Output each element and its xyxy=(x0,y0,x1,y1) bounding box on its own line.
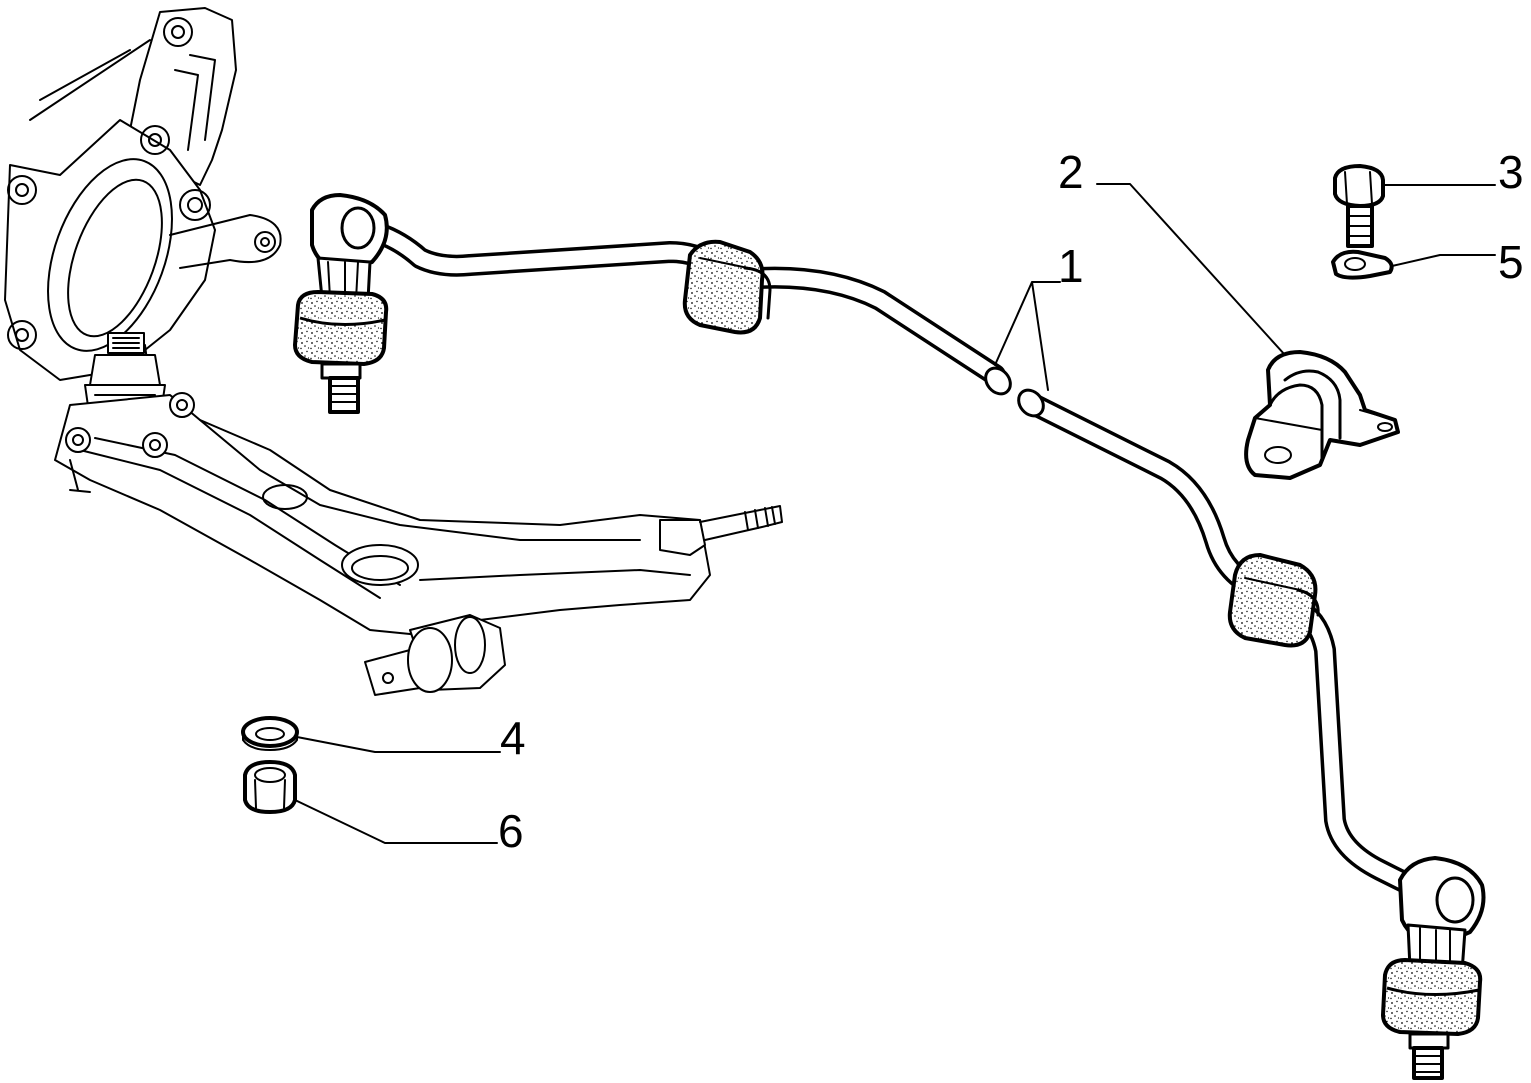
hex-nut xyxy=(243,760,297,814)
leader-line-1 xyxy=(994,281,1061,391)
bar-bushing-right xyxy=(1227,553,1320,648)
stabilizer-bar xyxy=(293,193,1486,1080)
leader-line-6 xyxy=(294,799,498,844)
leader-line-4 xyxy=(296,736,501,753)
stabilizer-bar-right-section xyxy=(1024,394,1421,896)
leader-line-2 xyxy=(1096,183,1286,356)
flat-washer xyxy=(241,716,299,751)
callout-3: 3 xyxy=(1498,146,1524,198)
lock-washer xyxy=(1331,249,1394,280)
callout-numbers: 1 2 3 4 5 6 xyxy=(498,146,1524,857)
steering-knuckle xyxy=(4,7,282,386)
callout-6: 6 xyxy=(498,805,524,857)
callout-5: 5 xyxy=(1498,236,1524,288)
suspension-arm-assembly xyxy=(4,7,783,696)
leader-lines xyxy=(294,183,1496,844)
end-link-left xyxy=(293,193,389,414)
bushing-clamp xyxy=(1244,350,1400,480)
callout-2: 2 xyxy=(1058,146,1084,198)
end-link-right xyxy=(1381,856,1486,1080)
lower-control-arm xyxy=(54,392,783,696)
callout-1: 1 xyxy=(1058,240,1084,292)
bar-bushing-left xyxy=(682,239,772,335)
callout-4: 4 xyxy=(500,712,526,764)
leader-line-5 xyxy=(1391,254,1496,267)
bolt xyxy=(1333,164,1385,248)
